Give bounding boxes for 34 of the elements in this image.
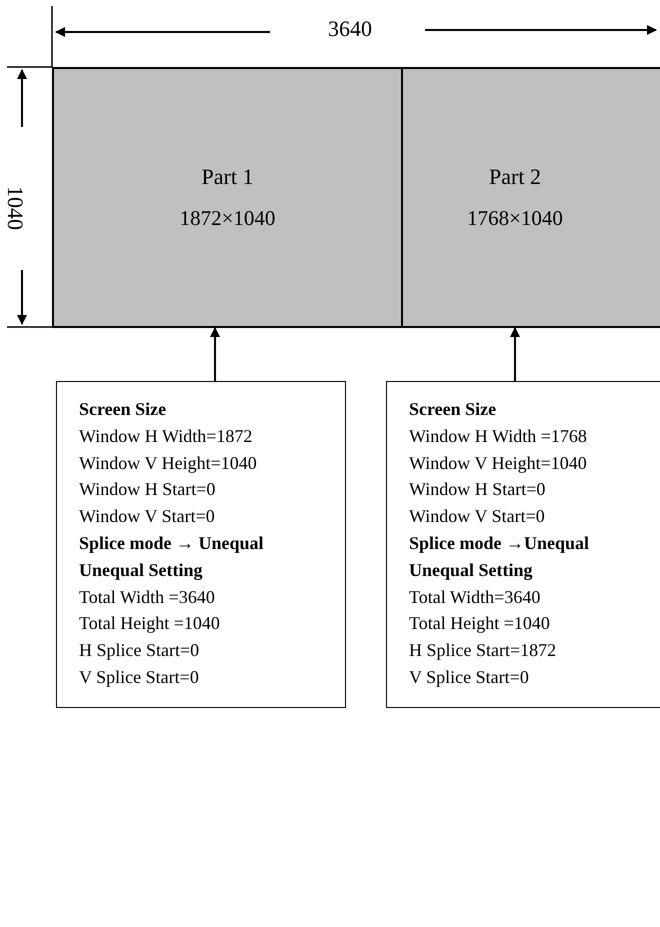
setting-line: H Splice Start=0 xyxy=(79,639,200,662)
resolution-text: 1872×1040 xyxy=(178,206,276,231)
setting-line: Window H Start=0 xyxy=(79,478,216,502)
section-heading: Screen Size xyxy=(409,398,496,421)
setting-line: Window V Height=1040 xyxy=(79,452,257,475)
screen-part xyxy=(52,67,403,328)
setting-line: V Splice Start=0 xyxy=(409,666,529,689)
part-title: Part 2 xyxy=(488,164,542,190)
resolution-text: 1768×1040 xyxy=(466,206,564,231)
setting-line: Window V Height=1040 xyxy=(409,452,587,475)
setting-line: Total Width=3640 xyxy=(409,586,540,609)
setting-line: Window H Start=0 xyxy=(409,478,546,502)
section-heading: Unequal Setting xyxy=(79,558,203,582)
part-title: Part 1 xyxy=(200,164,254,190)
setting-line: Total Height =1040 xyxy=(79,612,220,636)
dimension-value: 3640 xyxy=(328,16,372,42)
setting-line: V Splice Start=0 xyxy=(79,666,199,689)
setting-line: Window H Width =1768 xyxy=(409,424,587,448)
setting-line: Window V Start=0 xyxy=(409,505,545,528)
setting-line: Window V Start=0 xyxy=(79,505,215,528)
section-heading: Splice mode →Unequal xyxy=(409,532,590,555)
section-heading: Screen Size xyxy=(79,398,166,421)
section-heading: Splice mode → Unequal xyxy=(79,532,264,555)
arrow xyxy=(210,327,220,381)
dimension-value: 1040 xyxy=(2,186,28,230)
section-heading: Unequal Setting xyxy=(409,558,533,582)
settings-panel xyxy=(386,381,660,708)
settings-panel xyxy=(56,381,346,708)
setting-line: Window H Width=1872 xyxy=(79,424,252,448)
setting-line: Total Height =1040 xyxy=(409,612,550,636)
screen-part xyxy=(401,67,660,328)
setting-line: Total Width =3640 xyxy=(79,586,215,609)
setting-line: H Splice Start=1872 xyxy=(409,639,556,662)
arrow xyxy=(510,327,520,381)
